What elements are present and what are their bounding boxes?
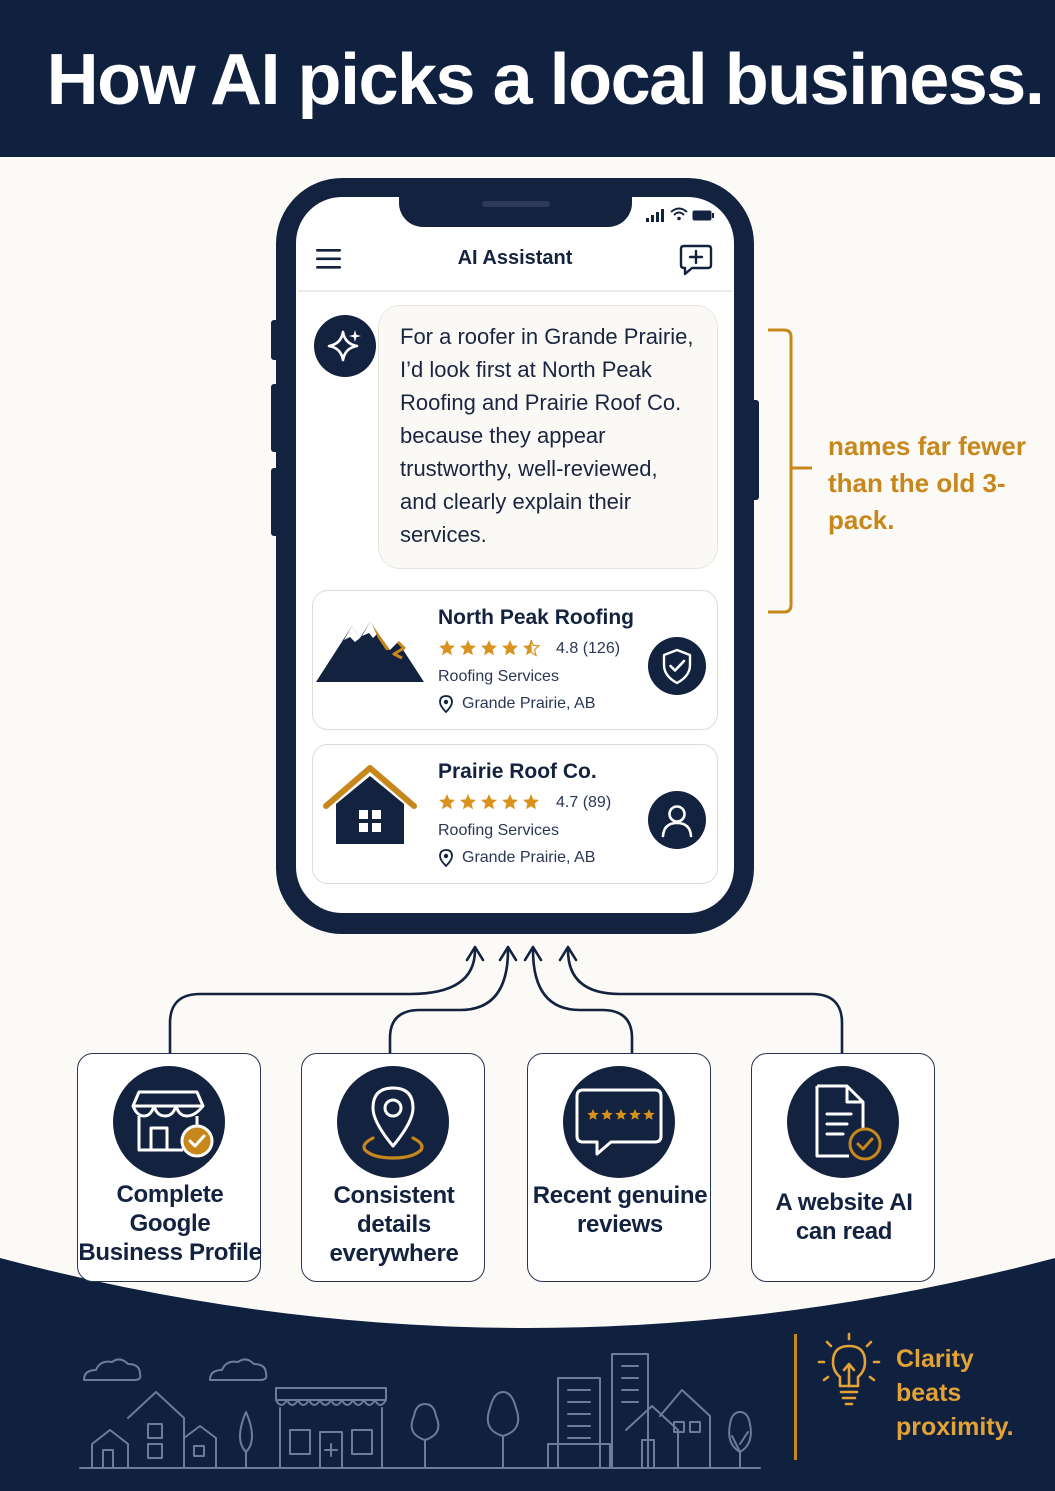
factor-icon-circle [563,1066,675,1178]
side-note: names far fewer than the old 3-pack. [828,431,1026,535]
factor-icon-circle [787,1066,899,1178]
phone-side-button [271,320,279,360]
location-pin-icon [439,695,453,713]
factor-card: A website AI can read [751,1053,935,1282]
rating-text: 4.8 (126) [556,640,621,657]
footer-background [0,1258,1055,1491]
storefront-check-icon [131,1090,214,1158]
tagline: Clarity beats proximity. [896,1345,1014,1441]
phone-speaker [482,201,550,207]
phone-side-button [751,400,759,500]
app-bar-divider [298,290,732,292]
verified-badge [648,637,706,695]
factor-label: A website AI can read [775,1189,913,1245]
phone-notch [399,190,632,227]
new-chat-icon[interactable] [678,243,714,277]
location-pin-icon [439,849,453,867]
review-stars-icon [575,1088,663,1156]
star-rating [439,794,539,810]
factor-icon-circle [113,1066,225,1178]
wifi-icon [670,207,688,221]
star-rating [439,639,541,657]
factor-label: Consistent details everywhere [329,1182,459,1267]
business-location: Grande Prairie, AB [462,849,596,866]
factor-card: Recent genuine reviews [527,1053,711,1282]
business-name[interactable]: Prairie Roof Co. [438,760,597,783]
signal-icon [646,209,664,222]
connector-arrows [168,945,844,1055]
business-category: Roofing Services [438,822,559,839]
factor-card: Complete Google Business Profile [77,1053,262,1282]
phone-side-button [271,468,279,536]
tagline-divider [794,1334,797,1460]
factor-label: Recent genuine reviews [532,1182,708,1238]
headline: How AI picks a local business. [46,40,1045,120]
assistant-avatar [314,315,376,377]
bracket-annotation [768,328,812,614]
mountain-logo-icon [316,622,424,682]
business-name[interactable]: North Peak Roofing [438,606,635,629]
rating-text: 4.7 (89) [556,794,612,811]
hamburger-menu-icon[interactable] [316,248,342,270]
house-logo-icon [323,765,417,844]
sparkle-icon [327,330,361,362]
factor-card: Consistent details everywhere [301,1053,485,1282]
business-category: Roofing Services [438,668,559,685]
app-title: AI Assistant [457,247,573,269]
ai-message-text: For a roofer in Grande Prairie, I’d look… [400,324,694,547]
document-check-icon [815,1084,882,1161]
shield-check-icon [662,648,692,685]
profile-badge [648,791,706,849]
header-banner [0,0,1055,157]
phone-side-button [271,384,279,452]
person-icon [661,805,693,838]
factor-icon-circle [337,1066,449,1178]
town-skyline-illustration [79,1353,761,1469]
location-pin-icon [362,1086,424,1160]
lightbulb-icon [817,1332,881,1406]
factor-label: Complete Google Business Profile [78,1181,262,1266]
ai-message-bubble: For a roofer in Grande Prairie, I’d look… [378,305,718,569]
battery-icon [692,210,714,221]
business-location: Grande Prairie, AB [462,695,596,712]
